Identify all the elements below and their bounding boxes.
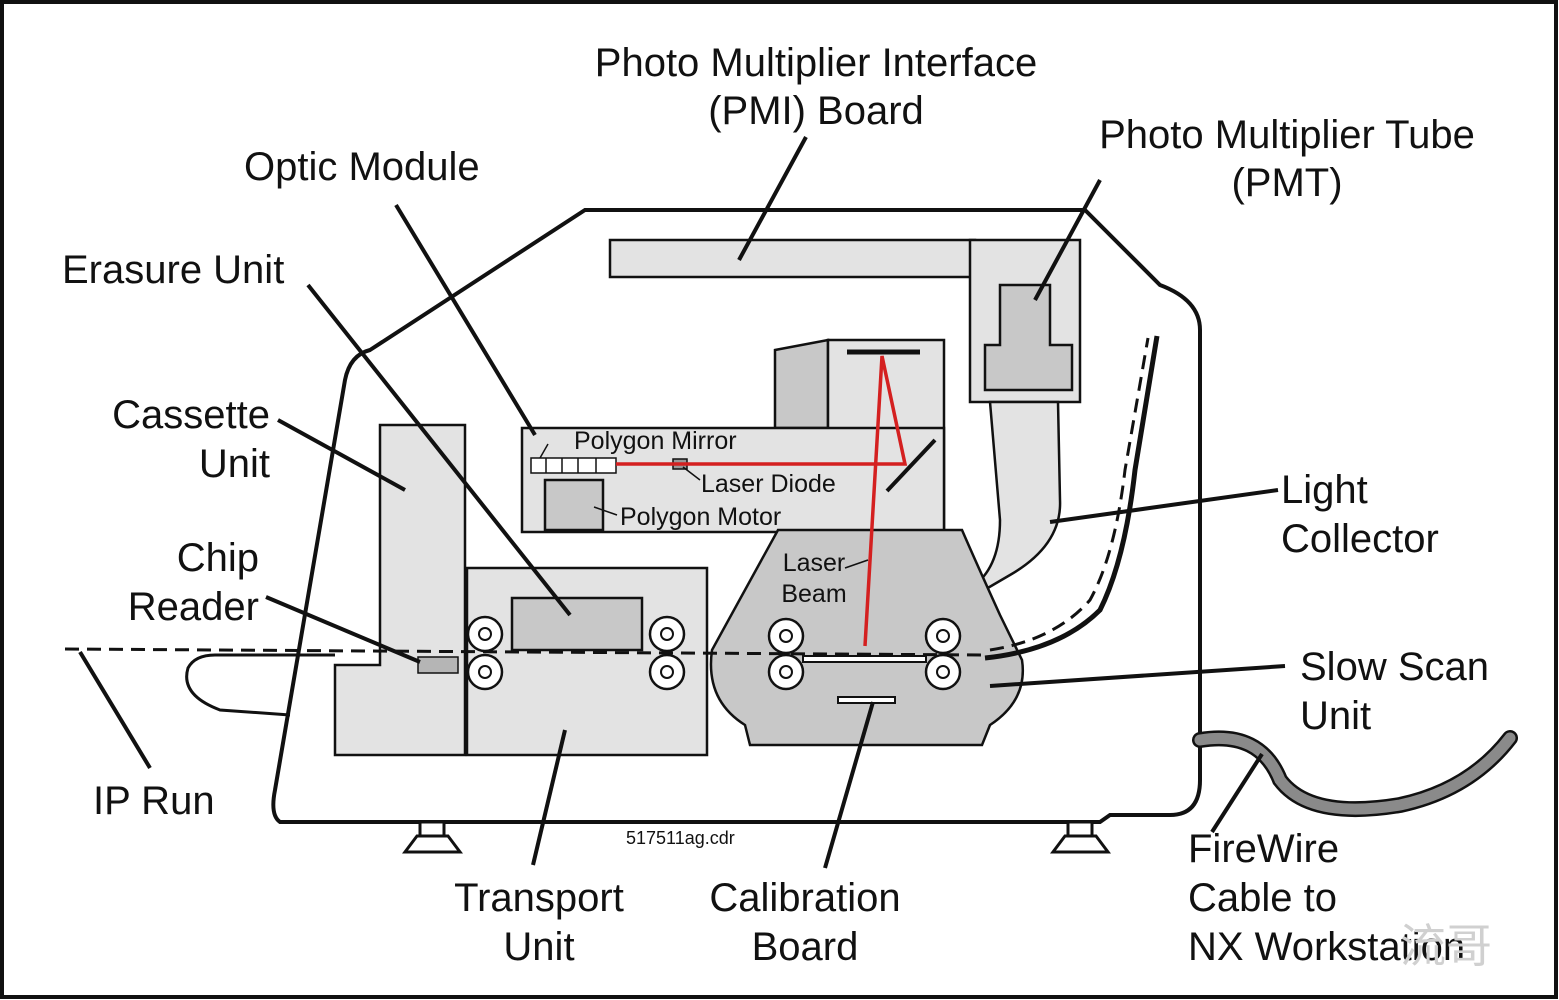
firewire-label-line2: Cable to — [1188, 876, 1337, 920]
polygon-motor — [543, 478, 605, 532]
chip-reader — [417, 656, 459, 674]
erasure-unit-label: Erasure Unit — [62, 248, 284, 292]
calibration-board-label-line1: Calibration — [709, 876, 900, 920]
pmi-board-label-line2: (PMI) Board — [708, 89, 924, 133]
pmi-board — [608, 238, 977, 279]
firewire-label-line3: NX Workstation — [1188, 925, 1465, 969]
calibration-board-label-line2: Board — [752, 925, 859, 969]
leader-lines — [78, 136, 1286, 869]
slow-scan-unit-label-line2: Unit — [1300, 694, 1371, 738]
light-collector-label-line1: Light — [1281, 468, 1368, 512]
laser-beam — [616, 355, 908, 647]
watermark: 流哥 — [1400, 919, 1492, 973]
slow-scan-rollers — [767, 617, 962, 691]
polygon-mirror-label: Polygon Mirror — [574, 427, 737, 455]
cassette-unit-label-line1: Cassette — [112, 393, 270, 437]
light-collector-label-line2: Collector — [1281, 517, 1439, 561]
firewire-label-line1: FireWire — [1188, 827, 1339, 871]
slow-scan-unit-label-line1: Slow Scan — [1300, 645, 1489, 689]
polygon-motor-label: Polygon Motor — [620, 503, 781, 531]
chip-reader-label-line1: Chip — [177, 536, 259, 580]
ip-run-exit-path — [989, 337, 1150, 652]
transport-unit-label-line1: Transport — [454, 876, 624, 920]
laser-beam-label-line2: Beam — [781, 580, 846, 608]
intake-tray — [185, 653, 335, 717]
filename-label: 517511ag.cdr — [626, 828, 735, 848]
pmt-label-line2: (PMT) — [1231, 161, 1342, 205]
platen — [802, 655, 927, 663]
ip-run-label: IP Run — [93, 779, 215, 823]
cassette-unit-label-line2: Unit — [199, 442, 270, 486]
pmt-assembly — [872, 238, 1082, 653]
laser-diode-label: Laser Diode — [701, 470, 836, 498]
transport-rollers — [466, 615, 686, 691]
laser-beam-label-line1: Laser — [783, 549, 846, 577]
transport-unit-label-line2: Unit — [503, 925, 574, 969]
right-foot — [1050, 820, 1111, 854]
erasure-unit — [510, 596, 644, 652]
calibration-board — [837, 696, 896, 704]
chip-reader-label-line2: Reader — [128, 585, 259, 629]
left-foot — [402, 820, 463, 854]
polygon-mirror — [530, 457, 617, 474]
optic-module-label: Optic Module — [244, 145, 480, 189]
pmi-board-label-line1: Photo Multiplier Interface — [595, 41, 1037, 85]
fold-mirror — [885, 438, 937, 493]
pmt-label-line1: Photo Multiplier Tube — [1099, 113, 1475, 157]
